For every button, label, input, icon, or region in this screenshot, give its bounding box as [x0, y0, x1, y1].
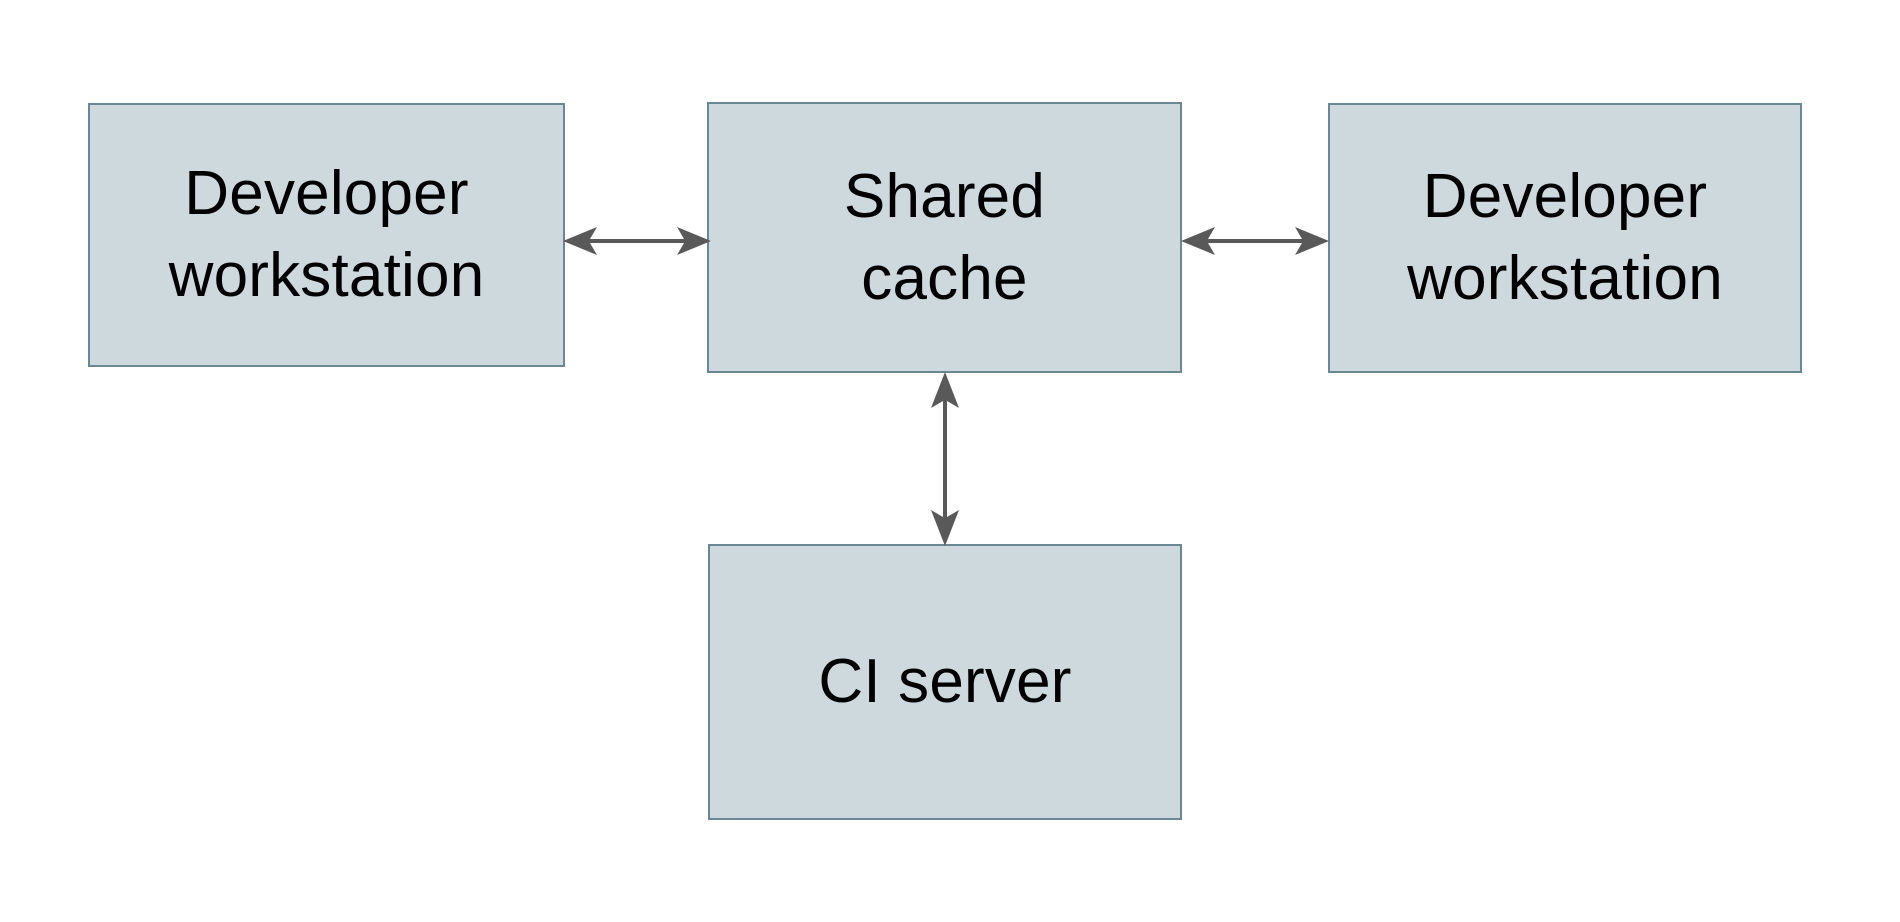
node-label: CI server: [818, 647, 1072, 717]
edge-cache-to-right-workstation: [1181, 215, 1329, 267]
double-arrow-icon: [1181, 227, 1329, 255]
node-ci-server[interactable]: CI server: [708, 544, 1182, 820]
edge-left-workstation-to-cache: [563, 215, 711, 267]
double-arrow-icon: [931, 372, 959, 546]
edge-ci-server-to-cache: [919, 372, 971, 546]
node-developer-workstation-left[interactable]: Developer workstation: [88, 103, 565, 367]
node-developer-workstation-right[interactable]: Developer workstation: [1328, 103, 1802, 373]
double-arrow-icon: [563, 227, 711, 255]
node-label: Developer workstation: [1407, 162, 1723, 313]
node-label: Shared cache: [843, 161, 1046, 313]
node-label: Developer workstation: [168, 159, 485, 310]
node-shared-cache[interactable]: Shared cache: [707, 102, 1182, 373]
